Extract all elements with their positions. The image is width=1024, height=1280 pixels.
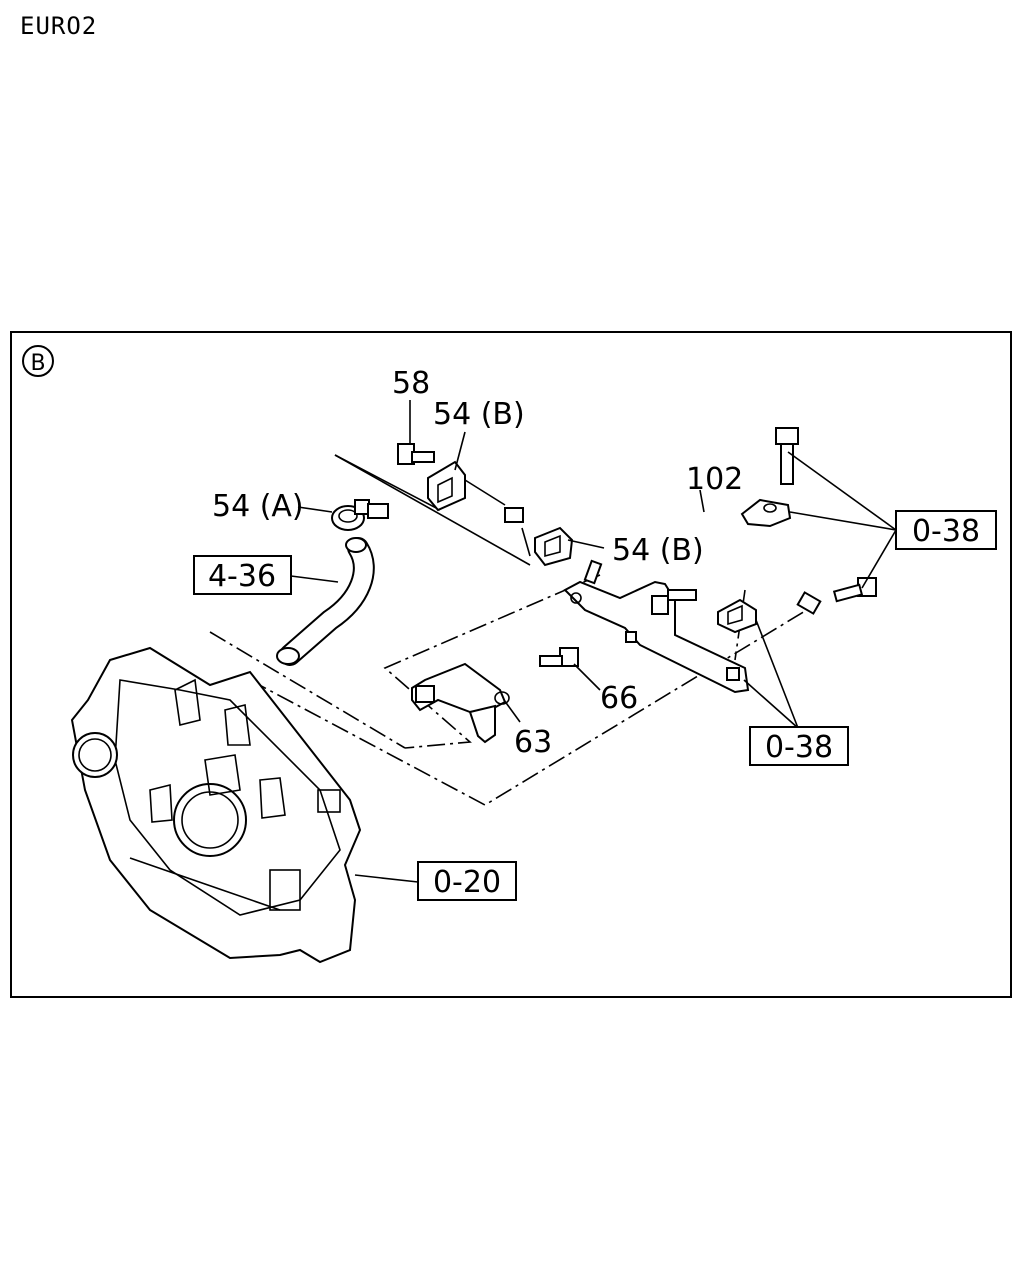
flywheel-housing	[70, 646, 362, 964]
reference-box-0-38-bottom[interactable]: 0-38	[749, 726, 849, 766]
bolt-right	[832, 577, 877, 603]
reference-box-0-38-top[interactable]: 0-38	[895, 510, 997, 550]
bracket-assembly	[563, 559, 750, 694]
pipe-102	[502, 465, 822, 615]
reference-4-36: 4-36	[208, 559, 276, 594]
clip-54b-middle	[534, 526, 574, 567]
callout-102: 102	[686, 462, 743, 497]
clip-54b-upper	[427, 460, 466, 512]
callout-labels: 58 54 (B) 54 (A) 54 (B) 102 66 63	[212, 366, 743, 760]
reference-0-20: 0-20	[433, 865, 501, 900]
bracket-clip	[717, 598, 757, 634]
bracket-63	[411, 662, 510, 744]
callout-63: 63	[514, 725, 552, 760]
clip-54a	[331, 499, 389, 531]
bolt-66	[539, 647, 579, 667]
diagram-panel	[10, 331, 1012, 998]
callout-66: 66	[600, 681, 638, 716]
reference-box-4-36[interactable]: 4-36	[193, 555, 292, 595]
view-marker: B	[22, 345, 54, 377]
reference-0-38-bottom: 0-38	[765, 730, 833, 765]
clamp-top-right	[740, 498, 792, 528]
reference-0-38-top: 0-38	[912, 514, 980, 549]
leader-lines	[290, 400, 897, 883]
hose	[276, 537, 375, 666]
reference-box-0-20[interactable]: 0-20	[417, 861, 517, 901]
callout-58: 58	[392, 366, 430, 401]
bolt-58	[397, 443, 435, 465]
callout-54b-middle: 54 (B)	[612, 533, 704, 568]
variant-label: EURO2	[20, 12, 98, 40]
callout-54b-upper: 54 (B)	[433, 397, 525, 432]
callout-54a: 54 (A)	[212, 489, 304, 524]
view-marker-letter: B	[30, 351, 45, 376]
